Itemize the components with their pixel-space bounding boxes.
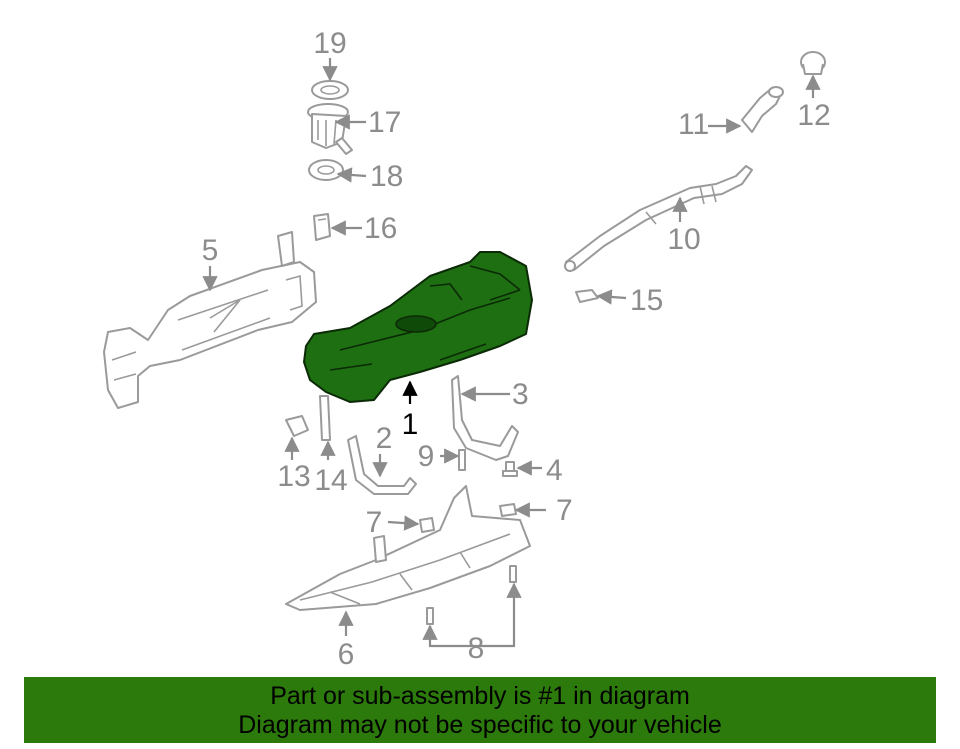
callout-2: 2	[376, 422, 393, 455]
callout-9: 9	[418, 440, 435, 473]
callout-11: 11	[678, 108, 709, 141]
callout-17: 17	[368, 106, 401, 139]
part-13-grommet	[285, 415, 309, 437]
part-10-filler-pipe	[564, 165, 753, 272]
callout-15: 15	[630, 284, 663, 317]
part-11-filler-neck	[741, 86, 784, 133]
callout-5: 5	[202, 234, 219, 267]
callout-13: 13	[277, 460, 310, 493]
part-14-bracket	[319, 395, 331, 441]
part-15-clamp	[575, 289, 599, 303]
part-18-lock-ring	[308, 159, 344, 181]
part-16-clip	[313, 213, 331, 241]
callout-10: 10	[667, 223, 700, 256]
info-banner: Part or sub-assembly is #1 in diagram Di…	[24, 677, 936, 743]
callout-7-left: 7	[366, 506, 383, 539]
banner-line-1: Part or sub-assembly is #1 in diagram	[270, 682, 690, 710]
callout-3: 3	[512, 378, 529, 411]
callout-14: 14	[314, 464, 347, 497]
part-12-fuel-cap	[800, 51, 826, 75]
callout-19: 19	[313, 27, 346, 60]
part-1-fuel-tank	[303, 251, 533, 403]
part-7-clip-right	[499, 503, 517, 517]
part-19-seal	[311, 80, 349, 100]
part-17-fuel-pump	[307, 103, 353, 155]
callout-7-right: 7	[556, 494, 573, 527]
callout-6: 6	[338, 638, 355, 671]
part-6-skid-plate	[285, 485, 531, 611]
callout-1: 1	[402, 408, 419, 441]
part-3-strap	[451, 375, 519, 461]
callout-18: 18	[370, 160, 403, 193]
banner-line-2: Diagram may not be specific to your vehi…	[238, 711, 722, 739]
part-7-clip-left	[419, 517, 435, 533]
part-4-bolt	[502, 461, 518, 477]
part-8-bolts	[426, 565, 517, 625]
callout-8: 8	[468, 632, 485, 665]
parts-diagram: 19 17 18 16 5 11 12 10 15 3 1 2 9 4 13 1…	[103, 27, 831, 671]
part-2-strap	[347, 435, 417, 495]
callout-12: 12	[797, 99, 830, 132]
part-9-bolt	[458, 449, 466, 471]
callout-4: 4	[546, 454, 563, 487]
part-5-heat-shield	[103, 231, 317, 409]
callout-16: 16	[364, 212, 397, 245]
